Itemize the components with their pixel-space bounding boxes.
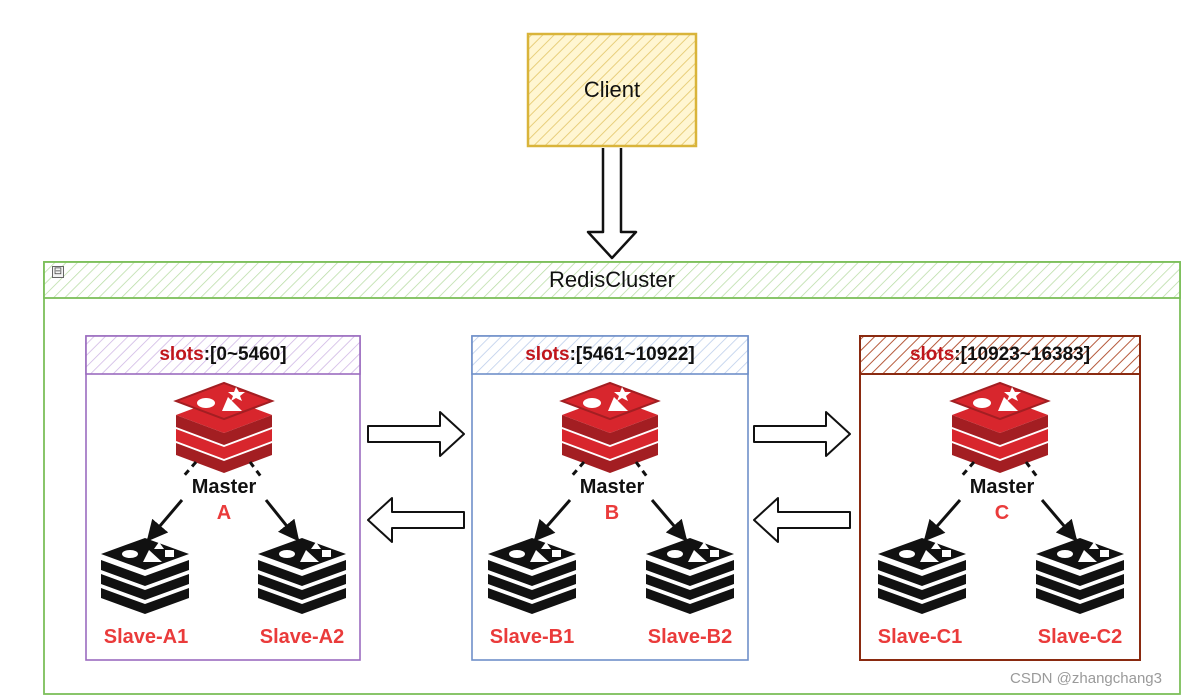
slave-label-b2: Slave-B2 [647,626,733,648]
collapse-icon[interactable]: ⊟ [52,266,64,278]
cluster-title: RedisCluster [549,267,675,292]
redis-logo-icon [878,538,966,614]
redis-logo-icon [1036,538,1124,614]
slave-label-c1: Slave-C1 [877,626,963,648]
inter-shard-arrows [367,411,851,543]
slots-range: :[5461~10922] [569,344,695,365]
redis-logo-icon [488,538,576,614]
redis-cluster-container [43,261,1181,695]
arrow-a-to-b [367,411,465,457]
shard-frame-c [859,335,1141,661]
slots-keyword: slots [909,344,955,365]
slots-label-c: slots:[10923~16383] [860,335,1140,375]
shard-frame-a [85,335,361,661]
arrow-b-to-c [753,411,851,457]
slots-keyword: slots [159,344,204,365]
master-label-a: Master [191,476,257,498]
master-id-a: A [216,502,232,524]
master-label-c: Master [969,476,1035,498]
client-label: Client [583,77,641,102]
master-id-b: B [604,502,620,524]
slots-label-a: slots:[0~5460] [86,335,360,375]
arrow-b-to-a [367,497,465,543]
shard-frame-b [471,335,749,661]
master-label-b: Master [579,476,645,498]
slave-label-b1: Slave-B1 [489,626,575,648]
redis-logo-icon [258,538,346,614]
slave-label-a1: Slave-A1 [103,626,189,648]
slots-label-b: slots:[5461~10922] [472,335,748,375]
slots-range: :[0~5460] [203,344,287,365]
redis-logo-icon [951,382,1049,474]
slots-keyword: slots [525,344,570,365]
master-id-c: C [994,502,1010,524]
replication-arrows [146,461,1078,542]
redis-logo-icon [646,538,734,614]
redis-logo-icon [175,382,273,474]
client-to-cluster-arrow [586,148,638,260]
slots-range: :[10923~16383] [954,344,1091,365]
watermark: CSDN @zhangchang3 [1010,670,1162,687]
client-node [526,32,698,148]
redis-logo-icon [561,382,659,474]
slave-label-a2: Slave-A2 [259,626,345,648]
arrow-c-to-b [753,497,851,543]
redis-logo-icon [101,538,189,614]
slave-label-c2: Slave-C2 [1037,626,1123,648]
